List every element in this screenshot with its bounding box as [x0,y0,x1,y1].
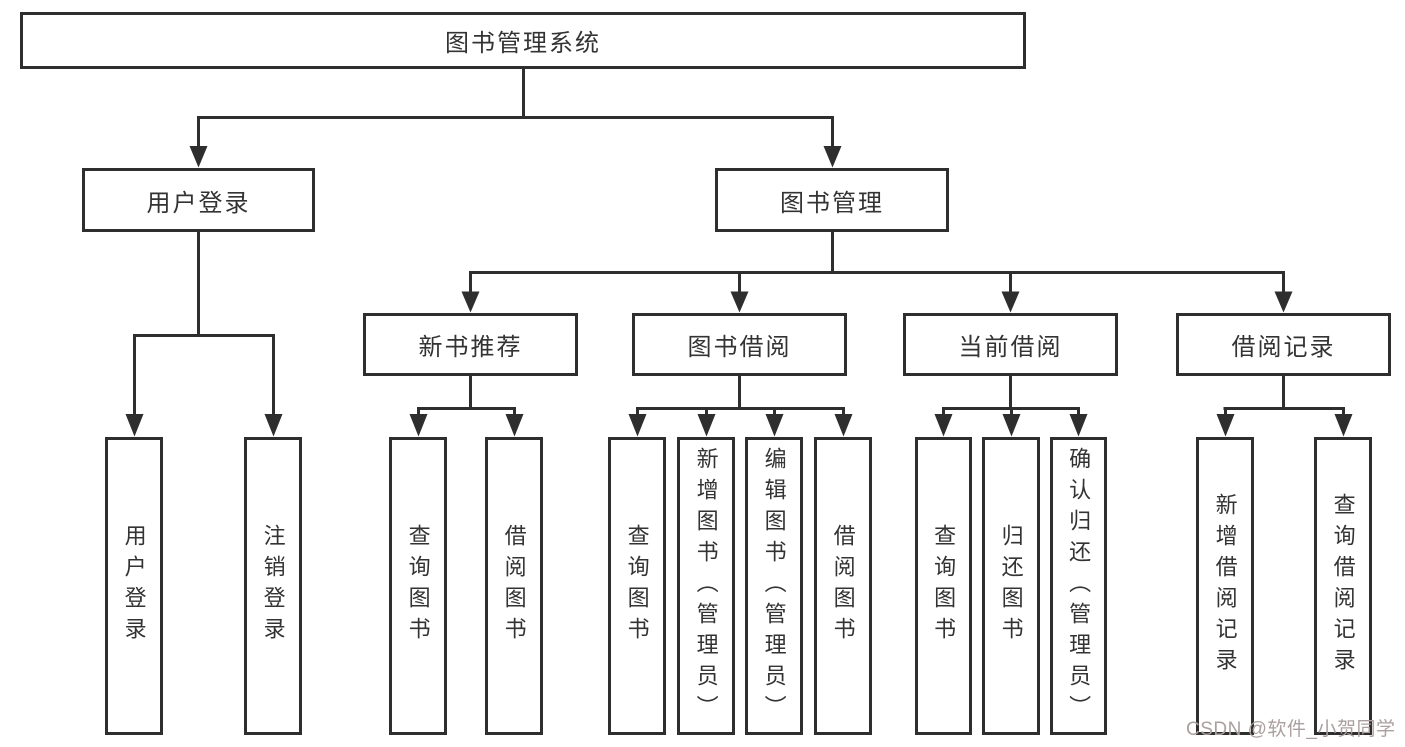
leaf-label: 编辑图书（管理员） [761,446,787,726]
node-book-management: 图书管理 [715,168,949,232]
leaf-label: 新增图书（管理员） [693,446,719,726]
node-user-login: 用户登录 [82,168,315,232]
node-label: 用户登录 [146,189,251,217]
node-current-borrow: 当前借阅 [903,313,1118,376]
leaf-return-books: 归还图书 [982,437,1040,735]
leaf-logout: 注销登录 [244,437,302,735]
leaf-label: 确认归还（管理员） [1066,446,1092,726]
node-label: 图书管理系统 [445,30,601,57]
leaf-borrow-books: 借阅图书 [814,437,872,735]
connector-lines [133,66,1345,416]
leaf-label: 注销登录 [260,524,286,648]
node-label: 图书管理 [780,189,884,217]
leaf-add-books-admin: 新增图书（管理员） [677,437,735,735]
leaf-borrow-books: 借阅图书 [485,437,543,735]
node-label: 图书借阅 [687,334,792,361]
leaf-user-login: 用户登录 [105,437,163,735]
leaf-label: 查询图书 [624,524,650,648]
node-label: 新书推荐 [418,334,523,361]
leaf-query-borrow-record: 查询借阅记录 [1314,437,1372,735]
leaf-label: 归还图书 [998,524,1024,648]
node-label: 借阅记录 [1231,334,1336,361]
leaf-query-books: 查询图书 [608,437,666,735]
leaf-edit-books-admin: 编辑图书（管理员） [745,437,803,735]
node-borrow-records: 借阅记录 [1176,313,1391,376]
leaf-query-books: 查询图书 [389,437,447,735]
leaf-label: 查询借阅记录 [1330,493,1356,679]
leaf-label: 借阅图书 [830,524,856,648]
leaf-label: 查询图书 [931,524,957,648]
csdn-watermark: CSDN @软件_小贺同学 [1186,719,1396,740]
node-library-management-system: 图书管理系统 [20,12,1026,69]
leaf-label: 用户登录 [121,524,147,648]
leaf-label: 新增借阅记录 [1212,493,1238,679]
leaf-confirm-return-admin: 确认归还（管理员） [1050,437,1107,735]
leaf-add-borrow-record: 新增借阅记录 [1196,437,1254,735]
leaf-label: 借阅图书 [501,524,527,648]
node-new-book-recommend: 新书推荐 [363,313,578,376]
node-book-borrow: 图书借阅 [632,313,847,376]
leaf-label: 查询图书 [405,524,431,648]
leaf-query-books: 查询图书 [915,437,972,735]
node-label: 当前借阅 [958,334,1063,361]
